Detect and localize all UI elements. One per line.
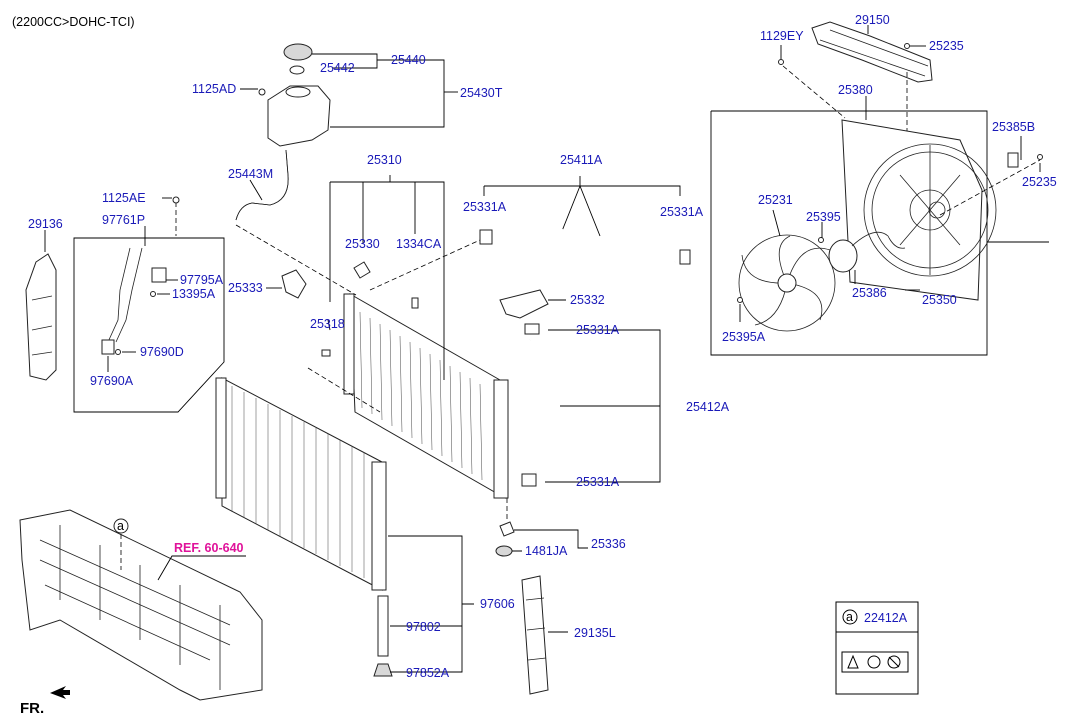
- label-25235-right: 25235: [1022, 175, 1057, 189]
- bolt-25235-top: [904, 43, 910, 49]
- label-25350: 25350: [922, 293, 957, 307]
- fan-blade-25231: [738, 234, 836, 332]
- engine-spec-header: (2200CC>DOHC-TCI): [12, 15, 135, 29]
- label-25331A-upper-left: 25331A: [463, 200, 507, 214]
- label-25395: 25395: [806, 210, 841, 224]
- lower-hose-25412A: [520, 338, 553, 477]
- upper-hose-25411A: [489, 218, 676, 275]
- hose-clamp-25331A-upper-left: [479, 229, 493, 245]
- label-25332: 25332: [570, 293, 605, 307]
- drain-cock-25336: [499, 521, 515, 537]
- label-25318: 25318: [310, 317, 345, 331]
- callout-circle-a: [113, 518, 129, 534]
- label-1129EY: 1129EY: [760, 29, 804, 43]
- hose-clamp-25331A-lower-bottom: [521, 473, 537, 487]
- label-25385B: 25385B: [992, 120, 1035, 134]
- front-end-carrier: [19, 509, 263, 701]
- legend-circle-a-text: a: [846, 610, 853, 624]
- label-25331A-upper-right: 25331A: [660, 205, 704, 219]
- pin-1334CA: [411, 297, 419, 309]
- reservoir-cap-25440: [283, 43, 313, 61]
- fan-motor-25386: [828, 231, 906, 273]
- clip-25318: [321, 349, 331, 357]
- label-13395A: 13395A: [172, 287, 216, 301]
- label-1125AD: 1125AD: [192, 82, 236, 96]
- label-25310: 25310: [367, 153, 402, 167]
- condenser-97606: [215, 377, 387, 591]
- label-97690D: 97690D: [140, 345, 184, 359]
- receiver-drier-97802: [377, 595, 389, 657]
- label-25395A: 25395A: [722, 330, 766, 344]
- front-indicator-text: FR.: [20, 700, 44, 717]
- o-ring-1481JA: [495, 545, 513, 557]
- label-25330: 25330: [345, 237, 380, 251]
- label-25333: 25333: [228, 281, 263, 295]
- label-97761P: 97761P: [102, 213, 145, 227]
- ac-pipe-97761P: [101, 247, 167, 355]
- warning-label-22412A-icon: [841, 651, 909, 673]
- reservoir-tank-25430T: [267, 85, 331, 147]
- label-25430T: 25430T: [460, 86, 503, 100]
- label-29136: 29136: [28, 217, 63, 231]
- gasket-25442: [289, 65, 305, 75]
- label-25443M: 25443M: [228, 167, 273, 181]
- label-25235-top: 25235: [929, 39, 964, 53]
- label-25411A: 25411A: [560, 153, 603, 167]
- ref-60-640-link[interactable]: REF. 60-640: [174, 541, 244, 555]
- bracket-25332: [499, 289, 549, 319]
- label-29150: 29150: [855, 13, 890, 27]
- label-97690A: 97690A: [90, 374, 134, 388]
- air-guard-29136: [25, 253, 57, 381]
- hose-clamp-25331A-lower-top: [524, 323, 540, 335]
- bracket-25333: [281, 269, 307, 299]
- label-97852A: 97852A: [406, 666, 450, 680]
- front-arrow-icon: [50, 686, 70, 699]
- hose-clamp-25331A-upper-right: [679, 249, 691, 265]
- label-25331A-lower-top: 25331A: [576, 323, 620, 337]
- label-25386: 25386: [852, 286, 887, 300]
- fan-shroud-25350: [841, 119, 997, 301]
- label-25331A-lower-bottom: 25331A: [576, 475, 620, 489]
- label-25380: 25380: [838, 83, 873, 97]
- label-97606: 97606: [480, 597, 515, 611]
- label-25336: 25336: [591, 537, 626, 551]
- label-1334CA: 1334CA: [396, 237, 442, 251]
- drier-cap-97852A: [373, 663, 393, 677]
- label-1125AE: 1125AE: [102, 191, 146, 205]
- drain-plug-25330: [353, 261, 371, 279]
- air-guard-29135L: [521, 575, 549, 695]
- callout-a-text: a: [117, 519, 124, 533]
- label-97795A: 97795A: [180, 273, 224, 287]
- bolt-1129EY: [778, 45, 784, 65]
- label-97802: 97802: [406, 620, 441, 634]
- label-25412A: 25412A: [686, 400, 730, 414]
- label-25440: 25440: [391, 53, 426, 67]
- legend-part-22412A: 22412A: [864, 611, 908, 625]
- label-25442: 25442: [320, 61, 355, 75]
- resistor-25385B: [1007, 152, 1019, 168]
- label-29135L: 29135L: [574, 626, 616, 640]
- radiator-25310: [343, 293, 509, 499]
- legend-box: [835, 601, 919, 695]
- air-guard-29150: [811, 21, 933, 83]
- overflow-hose-25443M: [235, 149, 289, 221]
- label-25231: 25231: [758, 193, 793, 207]
- label-1481JA: 1481JA: [525, 544, 568, 558]
